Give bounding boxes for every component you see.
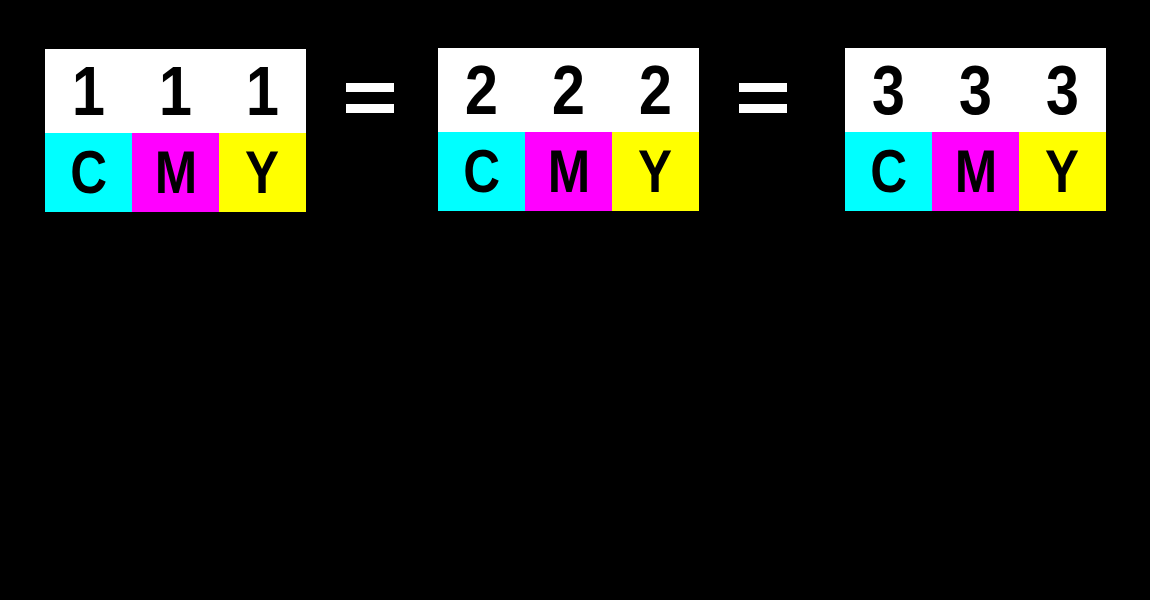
channel-magenta: M xyxy=(132,133,219,212)
channel-label: C xyxy=(463,138,500,205)
value-y: 2 xyxy=(612,48,699,132)
cmy-group-1: 1 1 1 C M Y xyxy=(45,49,306,212)
channel-label: M xyxy=(954,138,997,205)
value-text: 2 xyxy=(464,51,499,129)
cmy-group-2: 2 2 2 C M Y xyxy=(438,48,699,211)
channel-cyan: C xyxy=(845,132,932,211)
channel-yellow: Y xyxy=(612,132,699,211)
value-row: 3 3 3 xyxy=(845,48,1106,132)
channel-row: C M Y xyxy=(438,132,699,211)
value-text: 3 xyxy=(1045,51,1080,129)
channel-yellow: Y xyxy=(219,133,306,212)
value-c: 1 xyxy=(45,49,132,133)
channel-label: Y xyxy=(245,139,280,206)
channel-cyan: C xyxy=(438,132,525,211)
value-text: 1 xyxy=(158,52,193,130)
value-y: 1 xyxy=(219,49,306,133)
value-m: 1 xyxy=(132,49,219,133)
equals-sign xyxy=(346,83,394,113)
channel-yellow: Y xyxy=(1019,132,1106,211)
channel-row: C M Y xyxy=(45,133,306,212)
value-m: 2 xyxy=(525,48,612,132)
channel-magenta: M xyxy=(525,132,612,211)
value-row: 2 2 2 xyxy=(438,48,699,132)
channel-label: Y xyxy=(638,138,673,205)
value-text: 2 xyxy=(551,51,586,129)
channel-label: Y xyxy=(1045,138,1080,205)
cmy-group-3: 3 3 3 C M Y xyxy=(845,48,1106,211)
channel-label: C xyxy=(70,139,107,206)
value-text: 3 xyxy=(871,51,906,129)
channel-row: C M Y xyxy=(845,132,1106,211)
value-text: 3 xyxy=(958,51,993,129)
value-text: 1 xyxy=(245,52,280,130)
value-text: 2 xyxy=(638,51,673,129)
channel-label: M xyxy=(154,139,197,206)
value-y: 3 xyxy=(1019,48,1106,132)
value-text: 1 xyxy=(71,52,106,130)
value-m: 3 xyxy=(932,48,1019,132)
equals-sign xyxy=(739,83,787,113)
channel-cyan: C xyxy=(45,133,132,212)
value-c: 2 xyxy=(438,48,525,132)
channel-label: M xyxy=(547,138,590,205)
value-c: 3 xyxy=(845,48,932,132)
channel-label: C xyxy=(870,138,907,205)
channel-magenta: M xyxy=(932,132,1019,211)
value-row: 1 1 1 xyxy=(45,49,306,133)
